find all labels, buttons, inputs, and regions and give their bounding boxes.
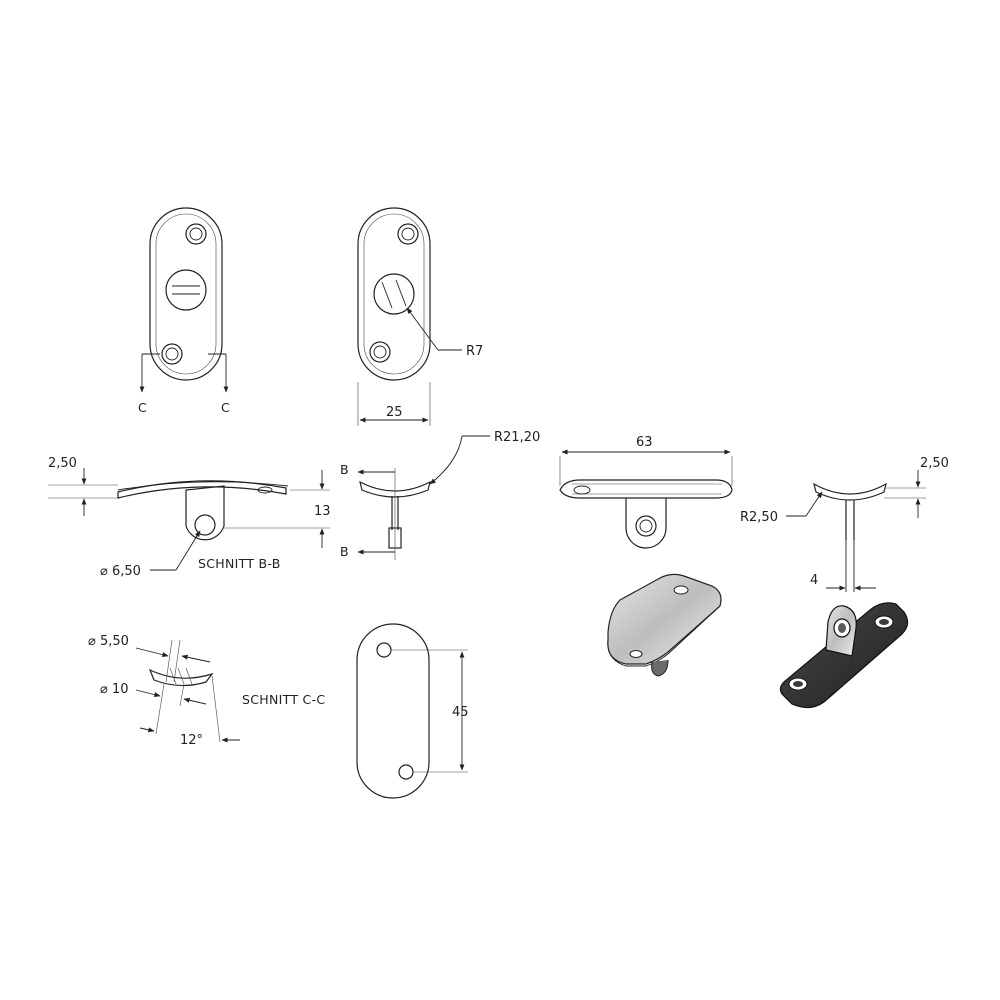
- dim-diameter-6-50: ⌀ 6,50: [100, 564, 141, 579]
- section-b-view: 2,50 13 ⌀ 6,50 SCHNITT B-B: [48, 456, 331, 579]
- front-view: 63: [559, 435, 733, 549]
- dim-width-4: 4: [810, 573, 818, 588]
- isometric-view-dark: [779, 602, 909, 709]
- section-c-view: ⌀ 5,50 ⌀ 10 12° SCHNITT C-C: [88, 634, 325, 748]
- dim-angle-12: 12°: [180, 733, 203, 748]
- label-section-c: SCHNITT C-C: [242, 692, 325, 707]
- label-section-b: SCHNITT B-B: [198, 556, 281, 571]
- dim-radius-2-50: R2,50: [740, 510, 778, 525]
- dim-length-63: 63: [636, 435, 653, 450]
- bottom-view: 45: [356, 623, 469, 799]
- end-view-right: 2,50 R2,50 4: [740, 456, 949, 592]
- dim-diameter-5-50: ⌀ 5,50: [88, 634, 129, 649]
- dim-radius-7: R7: [466, 344, 483, 359]
- top-view-center: R7 25: [357, 207, 483, 426]
- dim-thickness-right: 2,50: [920, 456, 949, 471]
- dim-spacing-45: 45: [452, 705, 469, 720]
- isometric-view-light: [607, 573, 722, 677]
- dim-width-25: 25: [386, 405, 403, 420]
- section-marker-b-bottom: B: [340, 544, 349, 559]
- dim-height-13: 13: [314, 504, 331, 519]
- dim-radius-21-20: R21,20: [494, 430, 540, 445]
- dim-diameter-10: ⌀ 10: [100, 682, 129, 697]
- top-view-left: C C: [138, 207, 230, 415]
- section-marker-c-right: C: [221, 400, 230, 415]
- section-marker-b-top: B: [340, 462, 349, 477]
- section-marker-c-left: C: [138, 400, 147, 415]
- dim-thickness-left: 2,50: [48, 456, 77, 471]
- end-view-b-markers: B B R21,20: [340, 430, 540, 560]
